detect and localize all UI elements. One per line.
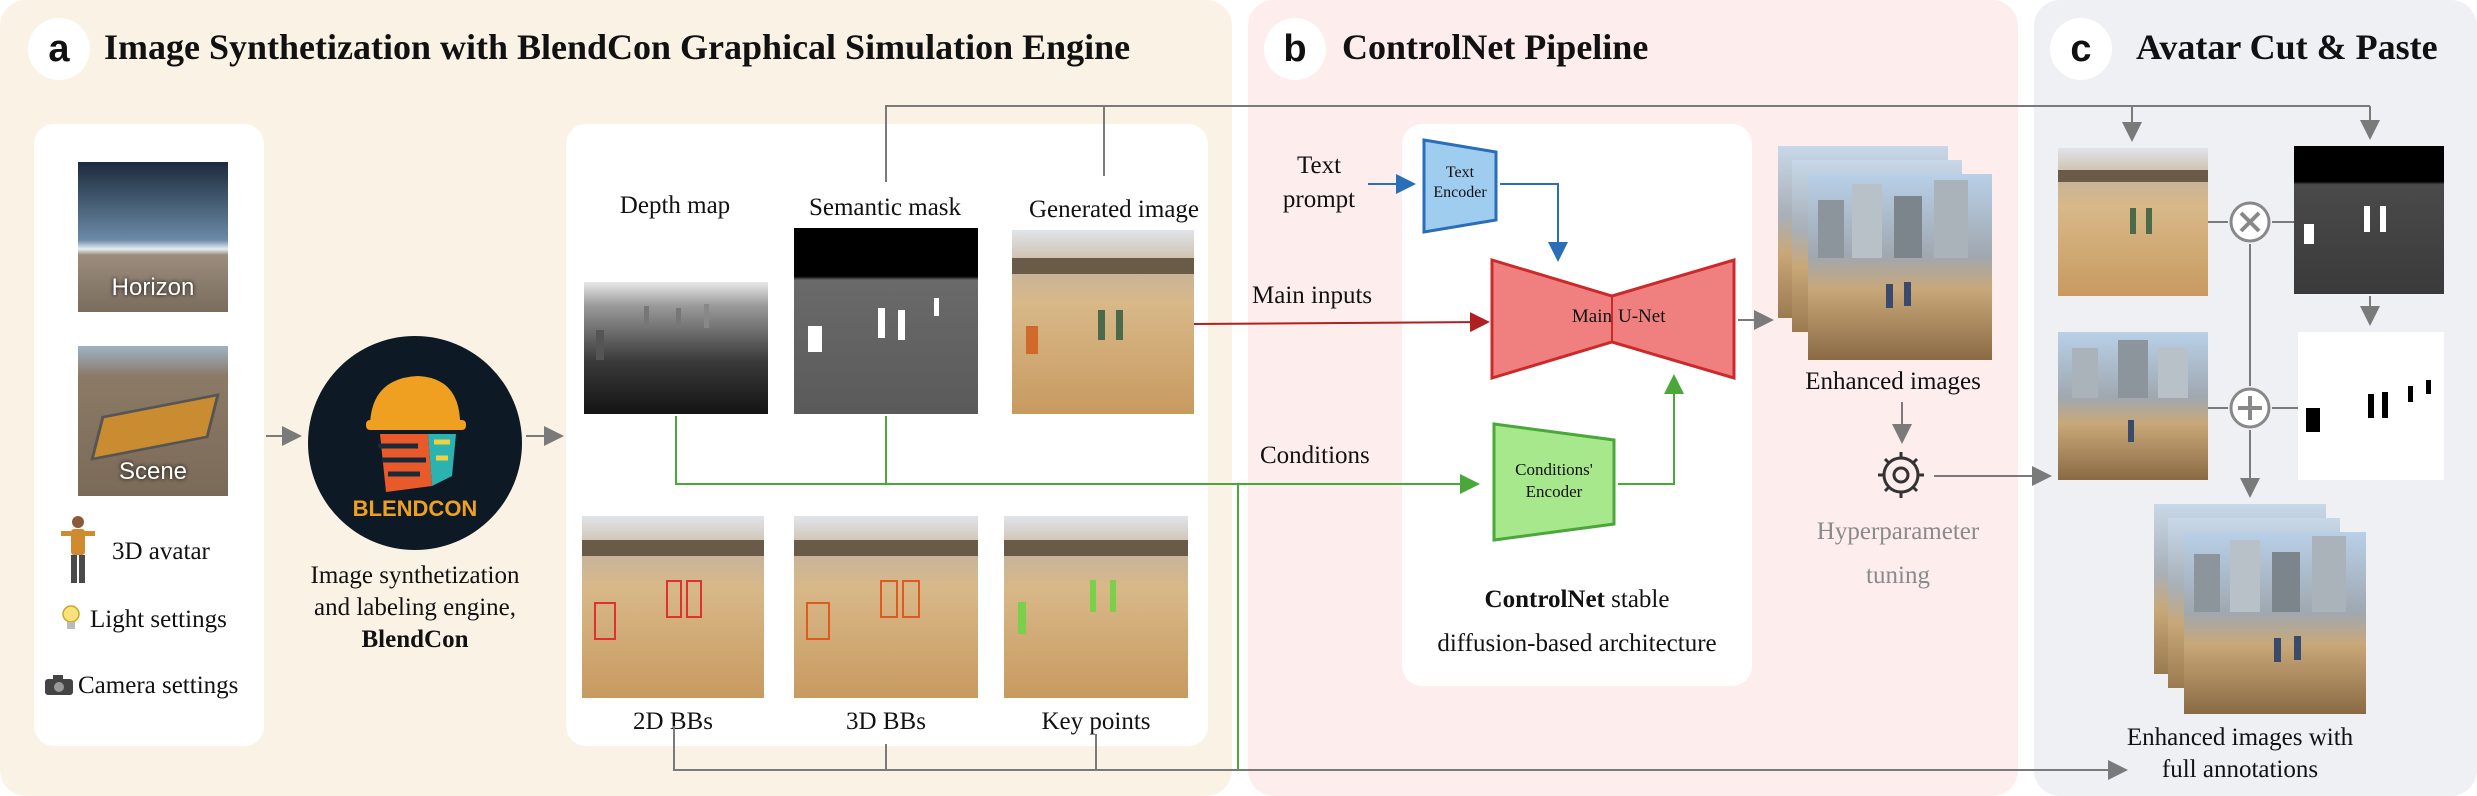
hyperparameter-label-line1: Hyperparameter [1816,518,1980,545]
panel-b-letter: b [1264,18,1326,80]
bb-2d-image [582,516,764,698]
architecture-caption-line2: diffusion-based architecture [1437,630,1717,657]
paste-target-image [2058,332,2208,480]
text-encoder-label-line2: Encoder [1433,184,1487,201]
unet-right-label: U-Net [1618,306,1666,327]
architecture-caption-line1: ControlNet stable [1402,586,1752,614]
horizon-image: Horizon [78,162,228,312]
key-points-label: Key points [1041,708,1151,735]
unet-left-label: Main [1571,306,1612,327]
multiply-icon [2229,201,2271,243]
plus-icon [2229,387,2271,429]
cut-source-image [2058,148,2208,296]
conditions-encoder-line2: Encoder [1525,482,1583,501]
generated-image [1012,230,1194,414]
controlnet-bold: ControlNet [1484,586,1605,613]
light-settings-label: Light settings [90,606,227,633]
avatar-label: 3D avatar [112,538,210,565]
final-caption-line2: full annotations [2161,756,2319,783]
cut-mask-image [2294,146,2444,294]
scene-label: Scene [118,458,188,485]
panel-b-title: ControlNet Pipeline [1342,27,1649,67]
hyperparameter-label-line2: tuning [1866,562,1930,589]
avatar-icon [61,516,95,583]
blendcon-logo-text: BLENDCON [352,496,478,521]
final-caption-line1: Enhanced images with [2126,724,2354,751]
text-prompt-line1: Text [1296,152,1342,179]
text-encoder-label-line1: Text [1445,164,1475,181]
unet-shape [1490,257,1736,381]
conditions-encoder-shape [1492,422,1616,542]
generated-image-label: Generated image [1028,196,1200,223]
architecture-caption-rest: stable [1604,586,1670,613]
semantic-mask-label: Semantic mask [808,194,962,221]
bb-2d-label: 2D BBs [633,708,713,735]
engine-caption-line1: Image synthetization [310,562,520,589]
conditions-label: Conditions [1260,442,1370,469]
panel-c-title: Avatar Cut & Paste [2136,27,2438,67]
gear-icon [1878,452,1924,498]
key-points-image [1004,516,1188,698]
engine-caption-bold: BlendCon [361,626,469,653]
panel-c-letter: c [2050,18,2112,80]
cut-avatars-image [2298,332,2444,480]
enhanced-images-label: Enhanced images [1805,368,1981,395]
camera-icon [45,675,73,695]
lightbulb-icon [62,605,80,629]
panel-a-letter: a [28,18,90,80]
bb-3d-label: 3D BBs [846,708,926,735]
camera-settings-label: Camera settings [78,672,239,699]
blendcon-logo: BLENDCON [308,336,522,550]
panel-a-title: Image Synthetization with BlendCon Graph… [104,27,1131,67]
enhanced-image-front [1808,174,1992,360]
conditions-encoder-line1: Conditions' [1515,460,1593,479]
main-inputs-label: Main inputs [1252,282,1373,309]
horizon-label: Horizon [111,274,195,301]
depth-map-label: Depth map [619,192,731,219]
semantic-mask-image [794,228,978,414]
scene-image: Scene [78,346,228,496]
depth-map-image [584,282,768,414]
text-prompt-line2: prompt [1282,186,1356,213]
final-image-front [2184,532,2366,714]
bb-3d-image [794,516,978,698]
engine-caption-line2: and labeling engine, [313,594,516,621]
